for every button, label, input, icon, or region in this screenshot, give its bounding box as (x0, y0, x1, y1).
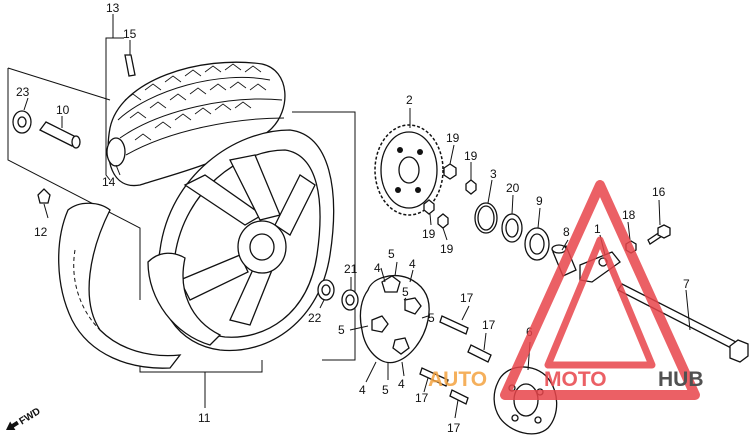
oil-seal (501, 213, 523, 243)
label-11: 11 (198, 411, 211, 425)
label-17-d: 17 (447, 421, 461, 435)
label-5-left: 5 (338, 323, 345, 337)
forward-direction-indicator: FWD (6, 406, 43, 431)
label-12: 12 (34, 225, 48, 239)
label-4-bottom-right: 4 (398, 377, 405, 391)
label-4-top-left: 4 (374, 261, 381, 275)
label-2: 2 (406, 93, 413, 107)
label-19-d: 19 (440, 242, 454, 256)
axle-spacer (39, 121, 81, 149)
label-19-b: 19 (464, 149, 478, 163)
label-5-right: 5 (428, 311, 435, 325)
label-3: 3 (490, 167, 497, 181)
sprocket-nuts (423, 163, 477, 229)
leader-lines (23, 40, 691, 419)
watermark-text-moto: MOTO (544, 368, 607, 391)
forward-arrow-icon (6, 420, 19, 431)
label-21: 21 (344, 262, 358, 276)
label-22: 22 (308, 311, 322, 325)
valve-cap (37, 188, 51, 204)
sprocket (374, 124, 444, 216)
inner-tube (58, 202, 182, 369)
label-5-top: 5 (388, 247, 395, 261)
watermark-logo: AUTO MOTO HUB (428, 180, 704, 400)
label-7: 7 (683, 277, 690, 291)
wheel-damper (359, 275, 430, 364)
label-18: 18 (622, 208, 636, 222)
valve-stem (124, 54, 136, 77)
label-5-bottom: 5 (382, 383, 389, 397)
label-10: 10 (56, 103, 70, 117)
label-23: 23 (16, 85, 30, 99)
fwd-label: FWD (17, 406, 42, 427)
bearing-left (12, 110, 32, 134)
bearing-right (317, 279, 335, 301)
label-19-a: 19 (446, 131, 460, 145)
label-19-c: 19 (422, 227, 436, 241)
circlip (474, 202, 498, 234)
label-8: 8 (563, 225, 570, 239)
wheel-rim (147, 129, 335, 352)
label-4-bottom-left: 4 (359, 383, 366, 397)
label-4-top-right: 4 (409, 257, 416, 271)
label-13: 13 (106, 1, 120, 15)
watermark-text-auto: AUTO (428, 368, 487, 391)
label-17-b: 17 (482, 318, 496, 332)
label-9: 9 (536, 194, 543, 208)
tire (106, 61, 286, 187)
bearing-sprocket-side (524, 227, 550, 261)
watermark-text-hub: HUB (658, 368, 704, 391)
label-15: 15 (123, 27, 137, 41)
seal-right (341, 289, 359, 311)
pins (419, 315, 492, 405)
label-17-a: 17 (460, 291, 474, 305)
label-5-right-top: 5 (402, 285, 409, 299)
label-14: 14 (102, 175, 116, 189)
label-16: 16 (652, 185, 666, 199)
label-20: 20 (506, 181, 520, 195)
label-17-c: 17 (415, 391, 429, 405)
label-1: 1 (594, 222, 601, 236)
adjuster-bolt (647, 224, 671, 245)
